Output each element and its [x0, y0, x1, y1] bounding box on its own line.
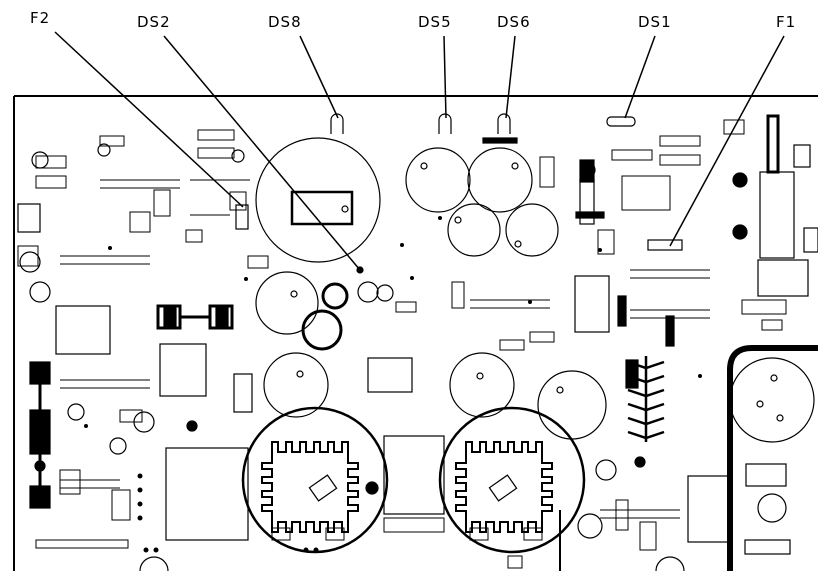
- led-ds8: [330, 113, 344, 134]
- leader-ds5: [443, 35, 447, 119]
- leader-ds1: [624, 35, 656, 119]
- callout-leaders: [54, 31, 785, 271]
- heatsink-left: [241, 406, 389, 554]
- callout-label-ds1: DS1: [638, 13, 672, 31]
- heatsink-right: [438, 406, 586, 554]
- fuse-f2: [235, 204, 249, 230]
- switch-assembly: [759, 114, 818, 259]
- vias: [84, 216, 702, 553]
- led-ds2: [356, 266, 364, 274]
- leader-f2: [54, 31, 244, 208]
- small-components: [17, 119, 787, 569]
- board-edge-bottom: [139, 510, 685, 571]
- toroid-region: [727, 345, 818, 571]
- led-ds6: [497, 113, 511, 134]
- callout-label-ds6: DS6: [497, 13, 531, 31]
- callout-label-f1: F1: [776, 13, 797, 31]
- trimmers: [19, 143, 787, 539]
- led-ds1: [606, 116, 636, 127]
- leader-ds2: [163, 35, 361, 271]
- callout-label-ds2: DS2: [137, 13, 171, 31]
- leader-f1: [669, 35, 785, 247]
- board-outline: [13, 95, 818, 571]
- dark-components: [29, 159, 748, 509]
- leader-ds8: [299, 35, 339, 119]
- callout-label-f2: F2: [30, 9, 51, 27]
- led-ds5: [438, 113, 452, 134]
- heatsink-vertical: [627, 356, 665, 442]
- outlined-components: [38, 304, 234, 486]
- transformers: [17, 179, 809, 543]
- fuse-f1: [647, 239, 683, 251]
- callout-targets: [235, 113, 683, 274]
- callout-label-ds8: DS8: [268, 13, 302, 31]
- leader-ds6: [505, 35, 516, 119]
- callout-label-ds5: DS5: [418, 13, 452, 31]
